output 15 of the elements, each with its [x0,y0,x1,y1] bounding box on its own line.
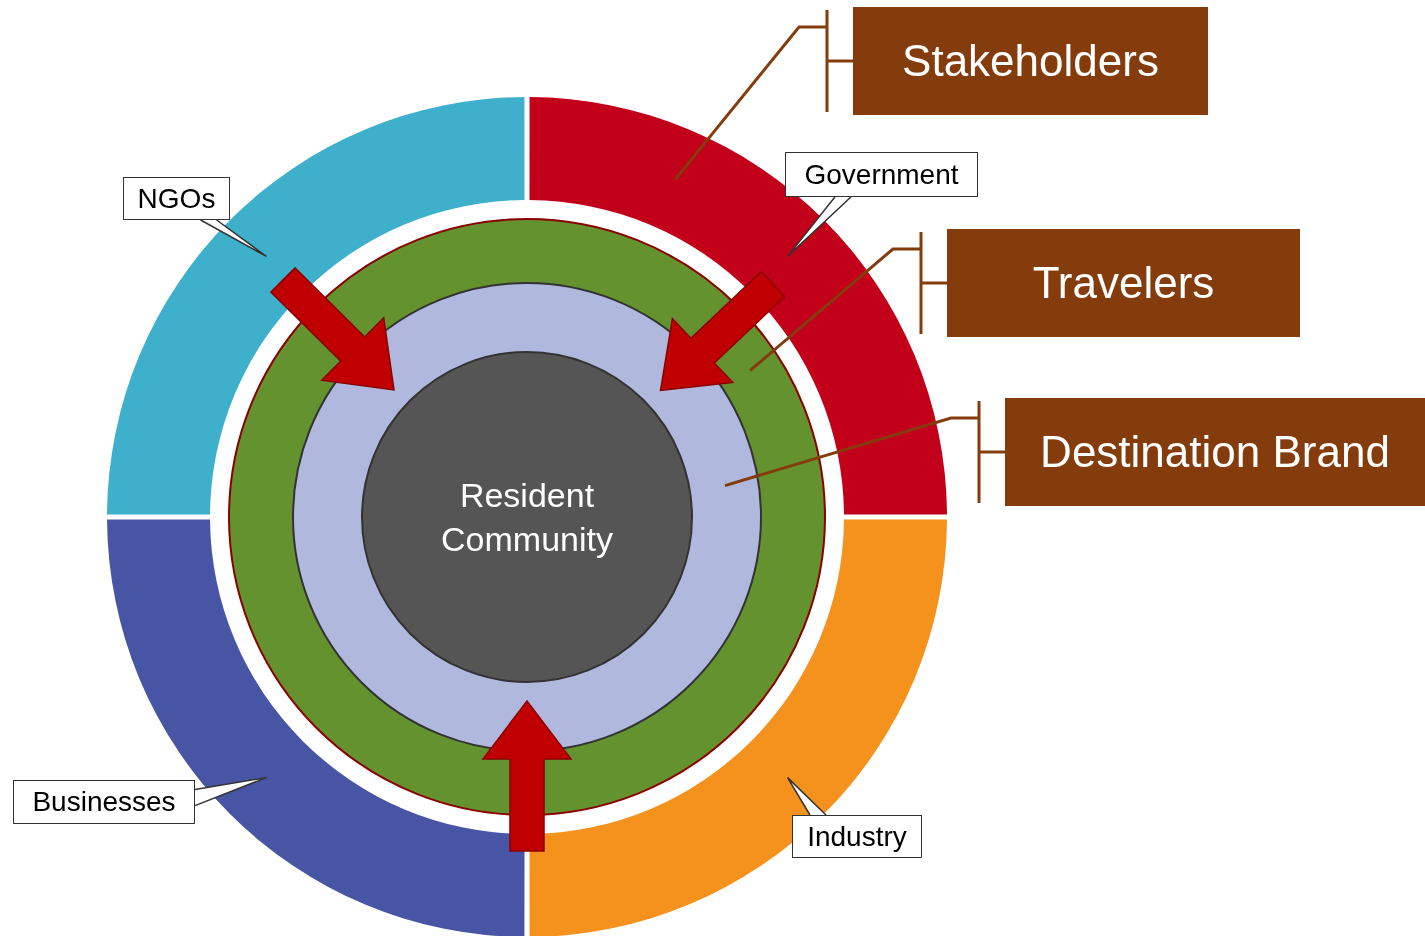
callout-box: NGOs [123,177,230,220]
center-circle: Resident Community [361,351,693,683]
label-box: Stakeholders [853,7,1208,115]
block-arrow [269,266,395,391]
label-box: Destination Brand [1005,398,1425,506]
block-arrow [481,699,573,852]
label-box: Travelers [947,229,1300,337]
callout-pointer [194,776,268,807]
block-arrow [659,270,786,392]
callout-pointer [786,776,827,816]
leader-line [748,230,949,372]
leader-line [673,8,855,182]
callout-pointer [786,196,852,258]
leader-line [723,399,1007,505]
callout-pointer [199,219,268,258]
